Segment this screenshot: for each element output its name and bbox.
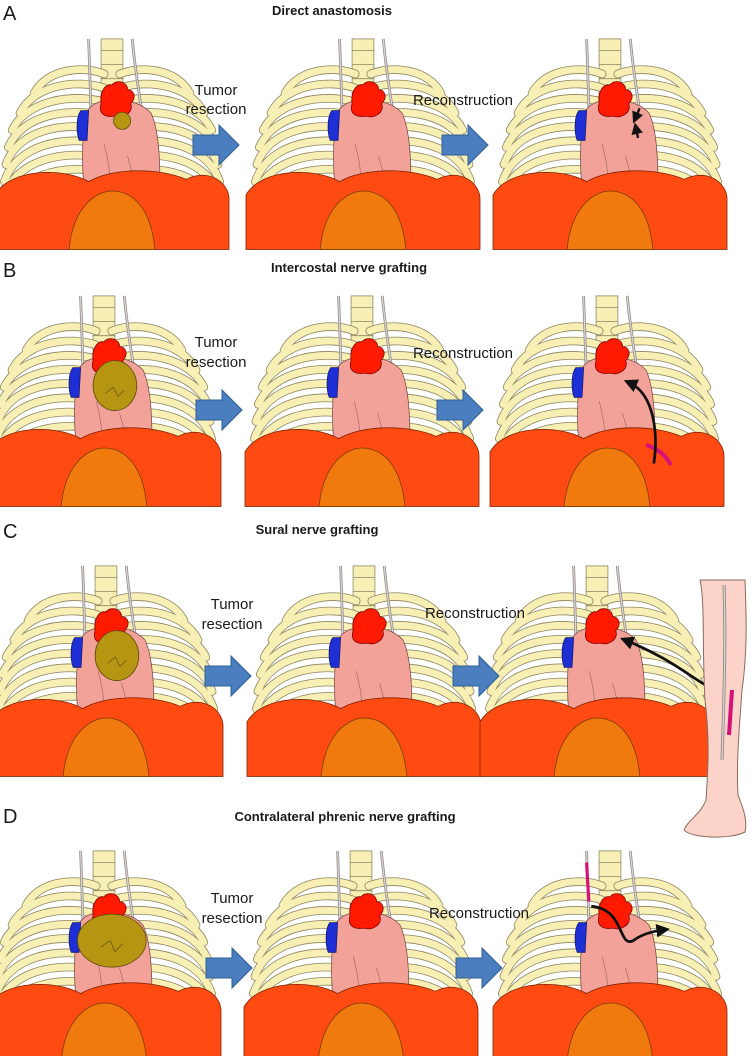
right-block-arrow-icon [205,947,253,989]
step-label-reconstruction: Reconstruction [413,345,513,362]
step-label-tumor: Tumor [211,890,254,907]
panel-title: Sural nerve grafting [256,522,379,537]
panel-d: D Contralateral phrenic nerve grafting T… [0,806,727,1056]
curved-arrow-icon [623,379,657,464]
step-label-resection: resection [202,910,263,927]
thorax-reconstruction [490,296,724,507]
thorax-reconstruction [480,566,730,777]
step-label-tumor: Tumor [195,334,238,351]
step-label-resection: resection [186,354,247,371]
sural-graft [727,689,734,736]
step-label-reconstruction: Reconstruction [425,605,525,622]
anastomosis-arrow-icon [632,107,644,124]
panel-title: Direct anastomosis [272,3,392,18]
thorax-after-resection [247,566,481,777]
step-label-resection: resection [186,101,247,118]
step-label-tumor: Tumor [195,82,238,99]
panel-letter: C [3,521,17,543]
tumor [92,360,138,411]
tumor [94,630,140,681]
panel-letter: D [3,806,17,828]
intercostal-graft [645,443,673,467]
panel-b: B Intercostal nerve grafting Tumor resec… [0,260,724,507]
tumor [77,913,147,968]
step-label-reconstruction: Reconstruction [413,92,513,109]
step-label-reconstruction: Reconstruction [429,905,529,922]
leg-illustration [683,579,747,838]
panel-letter: B [3,260,16,282]
thorax-before [0,566,223,777]
panel-letter: A [3,3,17,25]
thorax-before [0,296,221,507]
thorax-reconstruction [493,851,727,1056]
step-label-tumor: Tumor [211,596,254,613]
panel-c: C Sural nerve grafting Tumor resection R… [0,521,747,838]
contralateral-graft [585,862,591,902]
thorax-before [0,851,221,1056]
curved-arrow-icon [591,904,671,943]
thorax-before [0,39,229,250]
anastomosis-arrow-icon [631,122,643,139]
panel-title: Intercostal nerve grafting [271,260,427,275]
panel-title: Contralateral phrenic nerve grafting [234,809,455,824]
thorax-after-resection [244,851,478,1056]
step-label-resection: resection [202,616,263,633]
tumor [113,111,132,130]
thorax-reconstruction [493,39,727,250]
panel-a: A Direct anastomosis Tumor resection Rec… [0,3,727,250]
